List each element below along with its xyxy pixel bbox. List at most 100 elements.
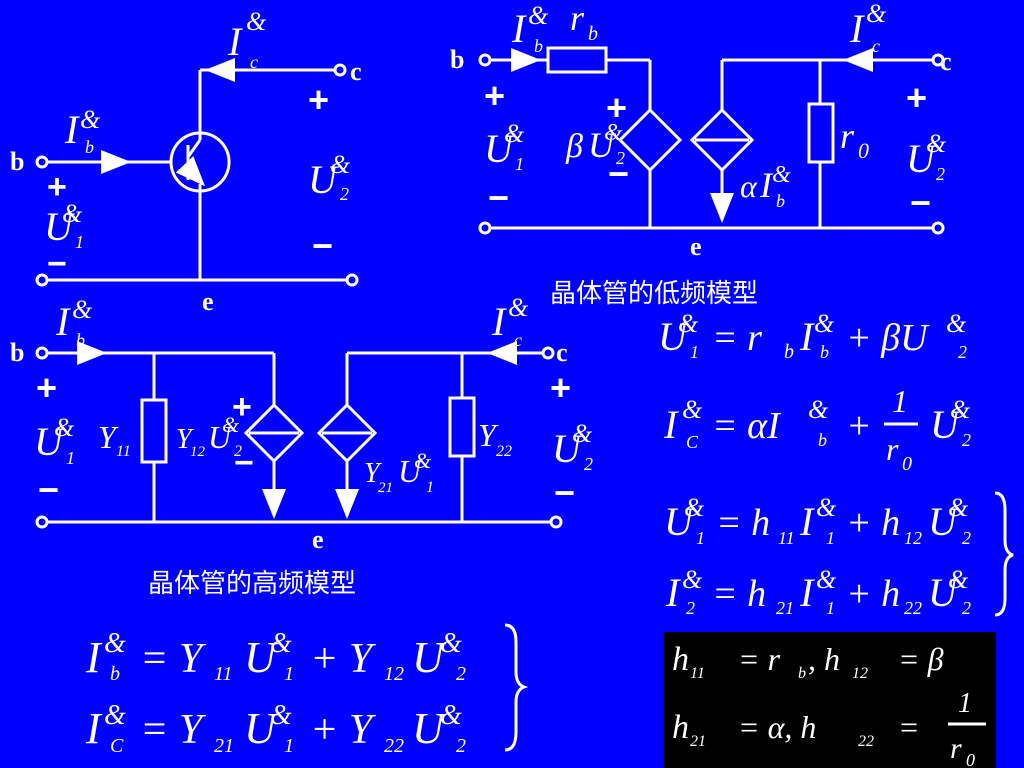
- svg-text:I: I: [85, 704, 103, 753]
- svg-text:= h: = h: [716, 502, 770, 544]
- svg-text:+ Y: + Y: [310, 707, 377, 753]
- svg-text:b: b: [10, 338, 24, 367]
- svg-text:2: 2: [936, 164, 945, 184]
- svg-text:−: −: [38, 469, 59, 510]
- svg-text:1: 1: [826, 598, 835, 618]
- svg-text:b: b: [820, 342, 829, 362]
- svg-text:11: 11: [690, 665, 705, 682]
- svg-text:2: 2: [962, 598, 971, 618]
- svg-text:12: 12: [904, 528, 922, 548]
- svg-text:α: α: [740, 168, 758, 204]
- svg-text:&: &: [270, 700, 292, 731]
- svg-text:h: h: [672, 641, 689, 678]
- svg-text:11: 11: [214, 663, 233, 685]
- svg-text:21: 21: [214, 735, 234, 757]
- caption-high-freq: 晶体管的高频模型: [148, 569, 356, 599]
- svg-text:C: C: [110, 735, 124, 757]
- svg-text:b: b: [534, 36, 543, 56]
- svg-text:−: −: [47, 245, 67, 283]
- svg-text:1: 1: [66, 448, 75, 468]
- svg-text:&: &: [816, 565, 837, 594]
- svg-text:r: r: [570, 0, 585, 38]
- svg-text:c: c: [556, 338, 568, 367]
- h-parameter-values: h 11 = r b , h 12 = β h 21 = α, h 22 = 1…: [672, 641, 986, 768]
- svg-text:U: U: [588, 125, 616, 165]
- svg-text:&: &: [866, 0, 887, 28]
- svg-text:&: &: [62, 199, 83, 228]
- svg-text:1: 1: [826, 528, 835, 548]
- svg-text:Y: Y: [478, 417, 499, 453]
- svg-text:1: 1: [284, 735, 294, 757]
- svg-text:U: U: [208, 419, 233, 455]
- svg-text:2: 2: [584, 454, 593, 474]
- rb-resistor: [546, 46, 608, 74]
- svg-text:β: β: [565, 128, 583, 165]
- svg-text:U: U: [412, 633, 447, 682]
- svg-text:+: +: [606, 87, 627, 128]
- svg-text:0: 0: [858, 138, 869, 163]
- svg-text:c: c: [250, 52, 258, 72]
- svg-text:&: &: [948, 493, 969, 522]
- svg-text:I: I: [759, 165, 774, 205]
- svg-text:12: 12: [190, 444, 206, 460]
- svg-text:+: +: [906, 77, 927, 118]
- equation-h1: U & 1 = h 11 I & 1 + h 12 U & 2: [664, 493, 971, 548]
- svg-text:2: 2: [958, 342, 967, 362]
- node-e: e: [202, 287, 214, 316]
- svg-text:1: 1: [958, 688, 972, 719]
- svg-text:U: U: [930, 402, 962, 447]
- svg-text:&: &: [682, 395, 703, 424]
- svg-text:, h: , h: [808, 641, 840, 677]
- svg-text:&: &: [682, 565, 703, 594]
- equation-u1: U & 1 = r b I & b + βU & 2: [658, 309, 967, 363]
- svg-text:C: C: [686, 432, 699, 452]
- svg-text:0: 0: [902, 453, 912, 475]
- equation-h2: I & 2 = h 21 I & 1 + h 22 U & 2: [665, 565, 971, 618]
- svg-text:b: b: [798, 665, 806, 682]
- svg-text:+: +: [550, 367, 571, 408]
- svg-text:U: U: [44, 204, 76, 249]
- node-b: b: [10, 147, 24, 176]
- svg-text:11: 11: [778, 528, 795, 548]
- svg-text:&: &: [946, 309, 967, 338]
- svg-text:2: 2: [456, 735, 466, 757]
- node-c: c: [350, 57, 362, 86]
- svg-text:+: +: [484, 75, 505, 116]
- svg-text:+: +: [232, 388, 252, 426]
- svg-text:b: b: [76, 330, 85, 350]
- svg-text:c: c: [514, 330, 522, 350]
- svg-text:21: 21: [378, 480, 393, 496]
- svg-text:2: 2: [962, 528, 971, 548]
- svg-text:&: &: [104, 700, 126, 731]
- svg-text:U: U: [906, 136, 938, 181]
- svg-text:&: &: [808, 395, 829, 424]
- y11-admittance: [140, 398, 168, 464]
- svg-text:I: I: [55, 299, 71, 344]
- svg-text:&: &: [72, 295, 93, 324]
- svg-text:1: 1: [515, 154, 524, 174]
- svg-text:11: 11: [116, 443, 131, 460]
- svg-text:22: 22: [496, 443, 512, 460]
- svg-text:=: =: [898, 709, 920, 745]
- svg-text:&: &: [950, 395, 971, 424]
- svg-text:U: U: [552, 426, 584, 471]
- equation-ic: I & C = αI & b + 1 r 0 U & 2: [663, 383, 971, 475]
- svg-text:U: U: [34, 419, 66, 464]
- svg-text:I: I: [64, 107, 80, 152]
- brace-h: [994, 491, 1014, 617]
- svg-text:Y: Y: [98, 419, 119, 455]
- svg-text:I: I: [85, 633, 103, 682]
- svg-text:+: +: [36, 367, 57, 408]
- svg-text:U: U: [244, 633, 279, 682]
- svg-text:I: I: [511, 6, 527, 51]
- svg-text:e: e: [312, 525, 324, 554]
- svg-text:22: 22: [858, 733, 874, 750]
- svg-text:&: &: [948, 565, 969, 594]
- svg-text:U: U: [412, 704, 447, 753]
- h-parameter-box: [664, 632, 996, 768]
- svg-text:Y: Y: [364, 458, 383, 489]
- svg-text:0: 0: [966, 750, 975, 768]
- svg-text:= β: = β: [898, 641, 944, 677]
- svg-text:&: &: [684, 493, 705, 522]
